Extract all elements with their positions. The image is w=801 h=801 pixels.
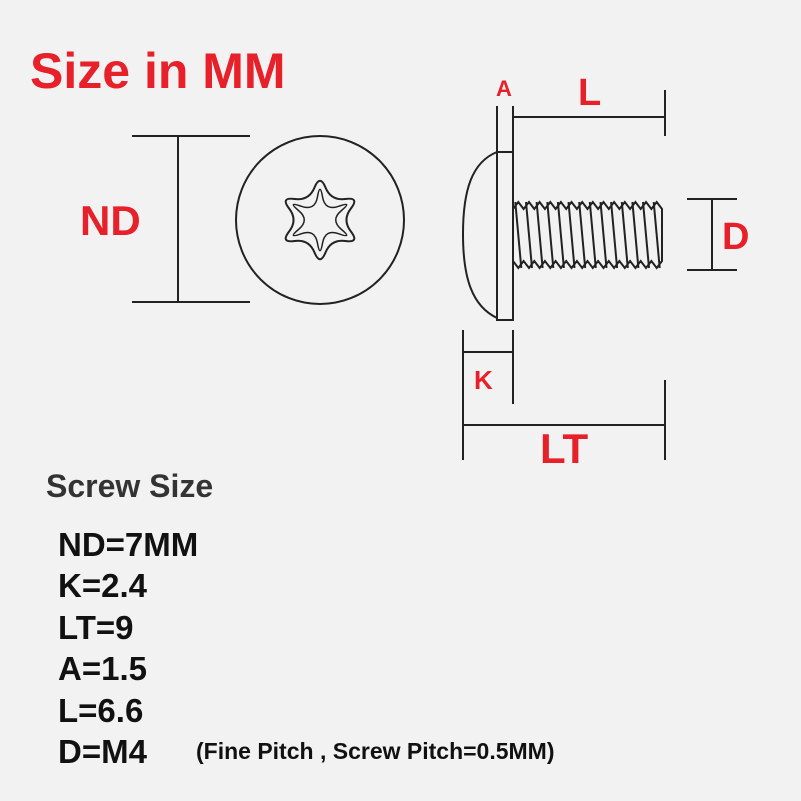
- thread-crest-line: [610, 201, 619, 269]
- lt-dimension-lines: [462, 380, 666, 460]
- thread-crest-line: [652, 201, 661, 269]
- thread-crest-line: [567, 201, 576, 269]
- nd-dimension-lines: [132, 135, 250, 303]
- thread-crest-line: [620, 201, 629, 269]
- l-dimension-lines: [513, 90, 666, 136]
- page-title: Size in MM: [30, 43, 286, 99]
- l-label: L: [578, 72, 602, 114]
- button-head-screw-side-icon: [461, 150, 663, 321]
- spec-l: L=6.6: [58, 692, 144, 729]
- lt-label: LT: [540, 425, 589, 472]
- thread-crest-line: [578, 201, 587, 269]
- torx-star-inner: [292, 188, 348, 252]
- thread-crest-line: [599, 201, 608, 269]
- a-label: A: [496, 76, 512, 101]
- screw-size-heading: Screw Size: [46, 468, 214, 504]
- spec-nd: ND=7MM: [58, 526, 199, 563]
- k-dimension-lines: [462, 330, 514, 404]
- thread-crest-line: [535, 201, 544, 269]
- a-dimension-lines: [496, 106, 514, 152]
- spec-k: K=2.4: [58, 567, 147, 604]
- torx-six-lobe-head-icon: [235, 135, 405, 305]
- thread-crest-line: [525, 201, 533, 269]
- thread-crest-line: [642, 201, 650, 269]
- thread-crest-line: [556, 201, 565, 269]
- k-label: K: [474, 365, 493, 395]
- torx-star-outer: [284, 179, 356, 261]
- thread-crest-line: [514, 201, 523, 269]
- thread-crest-line: [631, 201, 640, 269]
- thread-profile: [512, 200, 663, 270]
- spec-a: A=1.5: [58, 650, 147, 687]
- spec-lt: LT=9: [58, 609, 134, 646]
- nd-label: ND: [80, 197, 141, 244]
- thread-crest-line: [546, 201, 555, 269]
- spec-d: D=M4: [58, 733, 147, 770]
- thread-crest-line: [588, 201, 597, 269]
- thread-lines: [514, 201, 661, 269]
- d-dimension-lines: [687, 198, 737, 271]
- d-label: D: [722, 216, 750, 258]
- pitch-note: (Fine Pitch , Screw Pitch=0.5MM): [196, 738, 555, 764]
